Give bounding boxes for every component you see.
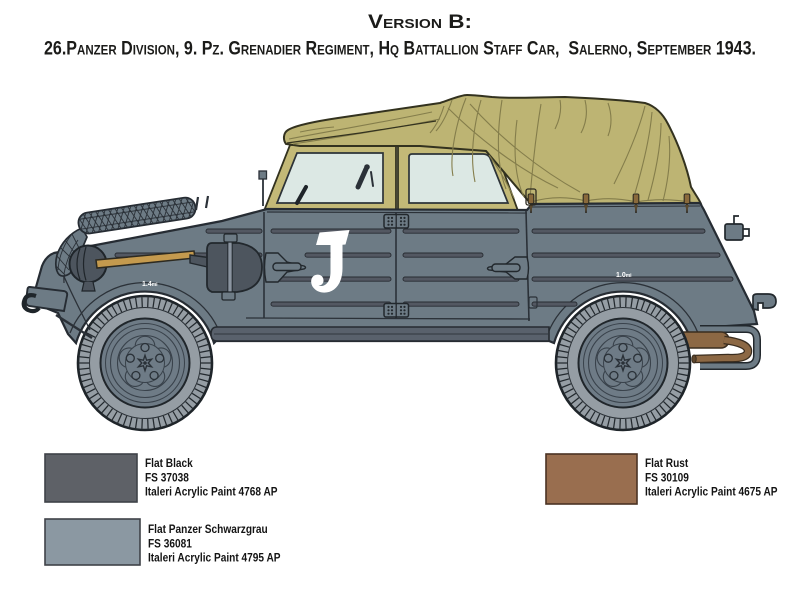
svg-text:Italeri Acrylic Paint 4768 AP: Italeri Acrylic Paint 4768 AP bbox=[145, 486, 278, 499]
svg-text:1.0mi: 1.0mi bbox=[616, 272, 632, 279]
svg-text:1.4mi: 1.4mi bbox=[142, 281, 158, 288]
svg-text:Italeri Acrylic Paint 4795 AP: Italeri Acrylic Paint 4795 AP bbox=[148, 552, 281, 565]
svg-text:26.Panzer Division, 9. Pz. Gre: 26.Panzer Division, 9. Pz. Grenadier Reg… bbox=[44, 38, 756, 60]
svg-text:Flat Black: Flat Black bbox=[145, 457, 194, 470]
svg-text:FS 36081: FS 36081 bbox=[148, 538, 192, 551]
svg-text:FS 30109: FS 30109 bbox=[645, 472, 689, 485]
svg-text:Flat Rust: Flat Rust bbox=[645, 457, 689, 470]
svg-text:Version B:: Version B: bbox=[368, 12, 472, 33]
svg-text:Italeri Acrylic Paint 4675 AP: Italeri Acrylic Paint 4675 AP bbox=[645, 486, 778, 499]
svg-text:Flat Panzer Schwarzgrau: Flat Panzer Schwarzgrau bbox=[148, 523, 268, 536]
svg-text:FS 37038: FS 37038 bbox=[145, 472, 189, 485]
